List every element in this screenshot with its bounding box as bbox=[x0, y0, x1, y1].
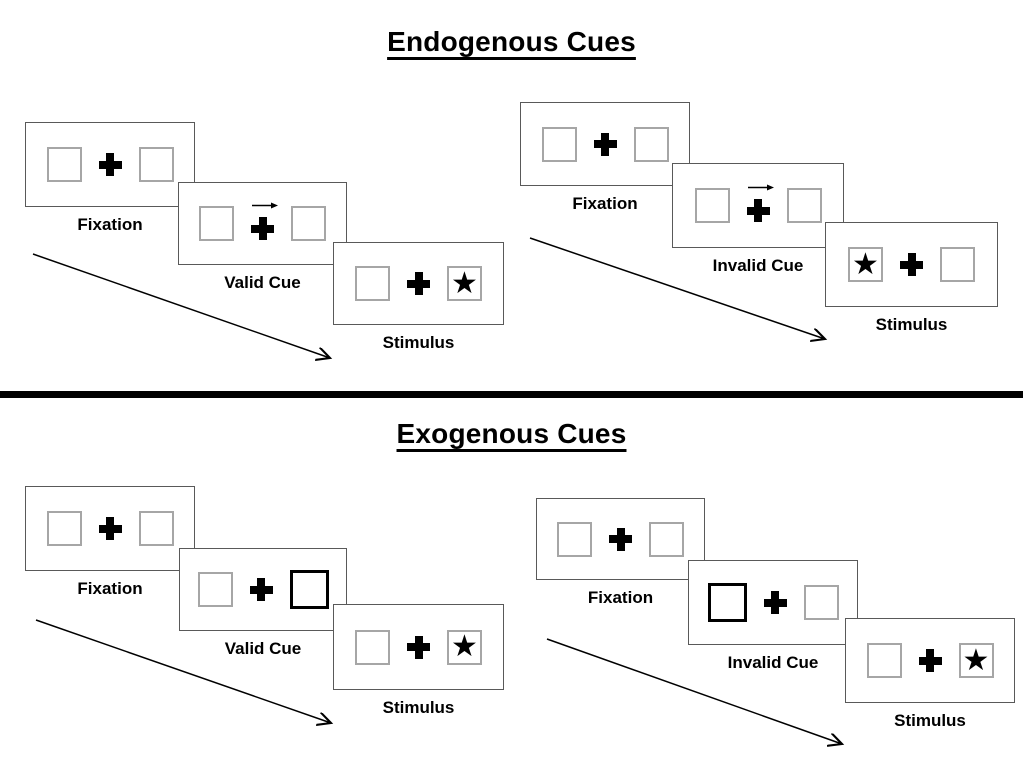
left-box bbox=[694, 188, 730, 223]
right-box bbox=[138, 511, 174, 546]
timeline-arrow-endogenous-valid bbox=[32, 253, 330, 358]
cue-frame: Invalid Cue bbox=[672, 163, 844, 275]
stimulus-frame: ★ Stimulus bbox=[825, 222, 998, 334]
plus-icon bbox=[98, 153, 122, 176]
plus-icon bbox=[900, 253, 923, 276]
left-box bbox=[197, 572, 233, 607]
left-box bbox=[46, 511, 82, 546]
cue-frame: Invalid Cue bbox=[688, 560, 858, 672]
frame-label: Fixation bbox=[77, 215, 143, 234]
right-box bbox=[291, 206, 326, 241]
cue-frame: Valid Cue bbox=[179, 548, 347, 658]
frame-label: Stimulus bbox=[875, 315, 948, 334]
frame-label: Valid Cue bbox=[224, 639, 302, 658]
fixation-frame: Fixation bbox=[536, 498, 705, 607]
fixation-frame: Fixation bbox=[25, 486, 195, 598]
plus-icon bbox=[251, 217, 274, 240]
frame-label: Stimulus bbox=[382, 698, 455, 717]
left-box bbox=[199, 206, 234, 241]
plus-icon bbox=[407, 272, 430, 295]
plus-icon bbox=[98, 517, 122, 540]
right-box bbox=[633, 126, 669, 162]
fixation-cross-icon bbox=[98, 517, 122, 540]
section-divider bbox=[0, 391, 1023, 398]
frame-label: Invalid Cue bbox=[712, 256, 804, 275]
fixation-cross-icon bbox=[251, 202, 278, 240]
stimulus-frame: ★ Stimulus bbox=[333, 242, 504, 352]
timeline-arrow-endogenous-invalid bbox=[529, 237, 825, 339]
left-box bbox=[355, 629, 390, 665]
left-box bbox=[541, 126, 577, 162]
right-box bbox=[786, 188, 822, 223]
fixation-cross-icon bbox=[763, 591, 787, 614]
frame-label: Invalid Cue bbox=[727, 653, 819, 672]
plus-icon bbox=[918, 649, 942, 672]
exogenous-section-title: Exogenous Cues bbox=[396, 418, 627, 449]
right-box bbox=[649, 521, 684, 557]
fixation-cross-icon bbox=[609, 527, 632, 551]
frame-label: Stimulus bbox=[894, 711, 966, 730]
right-box bbox=[803, 585, 839, 620]
right-box bbox=[138, 147, 174, 182]
frame-label: Stimulus bbox=[382, 333, 455, 352]
fixation-frame: Fixation bbox=[25, 122, 195, 234]
frame-label: Fixation bbox=[587, 588, 654, 607]
fixation-cross-icon bbox=[407, 635, 430, 659]
frame-label: Valid Cue bbox=[224, 273, 301, 292]
right-arrow-icon bbox=[747, 179, 774, 197]
right-box-star-icon: ★ bbox=[447, 629, 482, 665]
fixation-cross-icon bbox=[593, 132, 617, 156]
left-box bbox=[557, 521, 592, 557]
fixation-cross-icon bbox=[746, 184, 774, 222]
right-box bbox=[940, 247, 975, 282]
fixation-cross-icon bbox=[918, 649, 942, 672]
stimulus-frame: ★ Stimulus bbox=[333, 604, 504, 717]
left-box bbox=[355, 266, 390, 301]
plus-icon bbox=[249, 578, 273, 601]
right-arrow-icon bbox=[252, 197, 278, 215]
timeline-arrow-exogenous-valid bbox=[35, 619, 331, 723]
left-box bbox=[866, 643, 902, 678]
plus-icon bbox=[763, 591, 787, 614]
fixation-frame: Fixation bbox=[520, 102, 690, 213]
stimulus-frame: ★ Stimulus bbox=[845, 618, 1015, 730]
plus-icon bbox=[593, 132, 617, 156]
cue-frame: Valid Cue bbox=[178, 182, 347, 292]
plus-icon bbox=[746, 199, 770, 222]
right-box bbox=[289, 570, 329, 609]
frame-label: Fixation bbox=[77, 579, 143, 598]
fixation-cross-icon bbox=[407, 272, 430, 295]
right-box-star-icon: ★ bbox=[447, 266, 482, 301]
plus-icon bbox=[609, 527, 632, 551]
endogenous-section-title: Endogenous Cues bbox=[387, 26, 636, 57]
fixation-cross-icon bbox=[98, 153, 122, 176]
fixation-cross-icon bbox=[900, 253, 923, 276]
plus-icon bbox=[407, 635, 430, 659]
fixation-cross-icon bbox=[249, 578, 273, 601]
right-box-star-icon: ★ bbox=[958, 643, 994, 678]
left-box bbox=[707, 583, 747, 622]
left-box-star-icon: ★ bbox=[848, 247, 883, 282]
left-box bbox=[46, 147, 82, 182]
frame-label: Fixation bbox=[572, 194, 638, 213]
